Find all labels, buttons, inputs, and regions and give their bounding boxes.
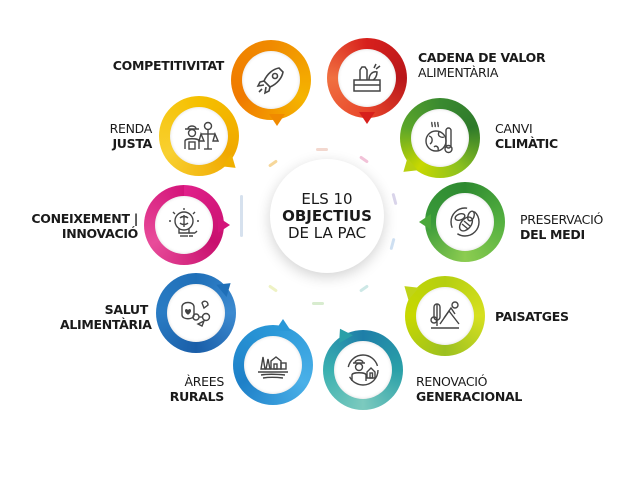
rural-house-icon bbox=[258, 356, 288, 379]
objective-salut-alimentaria[interactable] bbox=[156, 273, 236, 353]
objective-arees-rurals[interactable] bbox=[233, 319, 313, 405]
decorative-dash bbox=[312, 302, 324, 305]
decorative-dash bbox=[359, 155, 369, 164]
decorative-dash bbox=[391, 192, 398, 206]
decorative-dash bbox=[268, 284, 278, 293]
bee-icon bbox=[450, 207, 480, 237]
rocket-icon bbox=[256, 67, 284, 95]
label-arees-rurals: ÀREES RURALS bbox=[169, 374, 225, 404]
food-crate-icon bbox=[353, 63, 381, 92]
label-cadena-valor: CADENA DE VALOR ALIMENTÀRIA bbox=[418, 50, 546, 80]
decorative-dash bbox=[268, 159, 278, 168]
globe-thermometer-icon bbox=[425, 121, 453, 154]
label-renovacio-generacional: RENOVACIÓ GENERACIONAL bbox=[416, 374, 523, 404]
label-renda-justa: RENDA JUSTA bbox=[109, 121, 153, 151]
objective-competitivitat[interactable] bbox=[231, 40, 311, 126]
healthy-food-icon bbox=[181, 300, 211, 327]
lightbulb-brain-icon bbox=[169, 208, 199, 237]
objective-renda-justa[interactable] bbox=[159, 96, 241, 176]
objective-coneixement-innovacio[interactable] bbox=[144, 185, 230, 265]
decorative-dash bbox=[359, 284, 369, 293]
objective-canvi-climatic[interactable] bbox=[398, 98, 480, 178]
objective-preservacio-medi[interactable] bbox=[419, 182, 505, 262]
objective-cadena-valor[interactable] bbox=[327, 38, 407, 124]
label-competitivitat: COMPETITIVITAT bbox=[112, 58, 225, 73]
center-title-line2: OBJECTIUS bbox=[282, 206, 372, 225]
decorative-dash bbox=[316, 148, 328, 151]
center-title-badge: ELS 10 OBJECTIUS DE LA PAC bbox=[270, 159, 384, 273]
farmer-generation-icon bbox=[347, 354, 379, 386]
center-title-line1: ELS 10 bbox=[301, 189, 353, 208]
landscape-icon bbox=[430, 301, 460, 329]
label-canvi-climatic: CANVI CLIMÀTIC bbox=[495, 121, 558, 151]
farmer-scale-icon bbox=[184, 121, 219, 150]
objective-paisatges[interactable] bbox=[399, 276, 485, 356]
decorative-dash bbox=[389, 237, 396, 251]
label-preservacio-medi: PRESERVACIÓ DEL MEDI bbox=[520, 212, 603, 242]
decorative-arc bbox=[240, 195, 243, 237]
label-coneixement-innovacio: CONEIXEMENT | INNOVACIÓ bbox=[31, 211, 138, 241]
center-title-line3: DE LA PAC bbox=[287, 223, 367, 242]
objective-renovacio-generacional[interactable] bbox=[323, 324, 403, 410]
label-paisatges: PAISATGES bbox=[495, 309, 569, 324]
label-salut-alimentaria: SALUT ALIMENTÀRIA bbox=[60, 302, 152, 332]
